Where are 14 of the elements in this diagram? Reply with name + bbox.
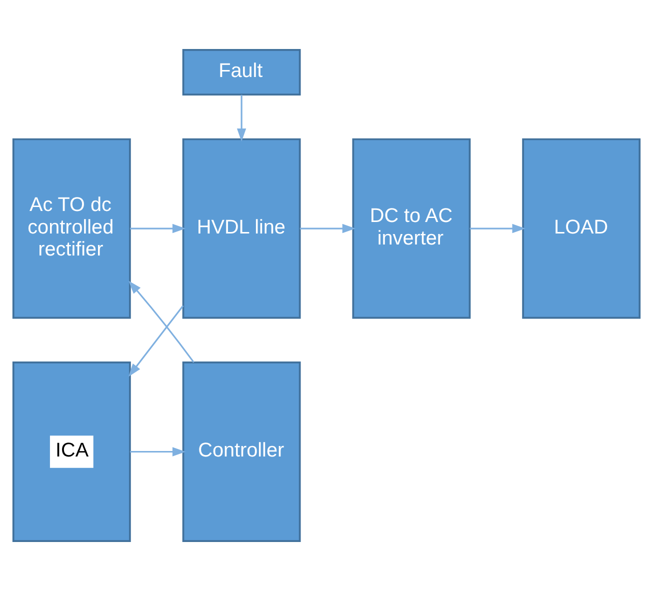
arrow [128, 304, 184, 376]
node-box: ICA [12, 361, 131, 542]
node-box: LOAD [522, 138, 641, 318]
arrow [130, 446, 186, 456]
arrow [236, 94, 246, 142]
node-box: DC to AC inverter [352, 138, 471, 318]
arrow [470, 223, 526, 233]
arrow [128, 280, 194, 362]
node-box: Controller [182, 361, 301, 542]
arrow [130, 223, 186, 233]
node-box: Fault [182, 48, 301, 96]
node-box: Ac TO dc controlled rectifier [12, 138, 131, 318]
arrow [300, 223, 356, 233]
node-box: HVDL line [182, 138, 301, 318]
